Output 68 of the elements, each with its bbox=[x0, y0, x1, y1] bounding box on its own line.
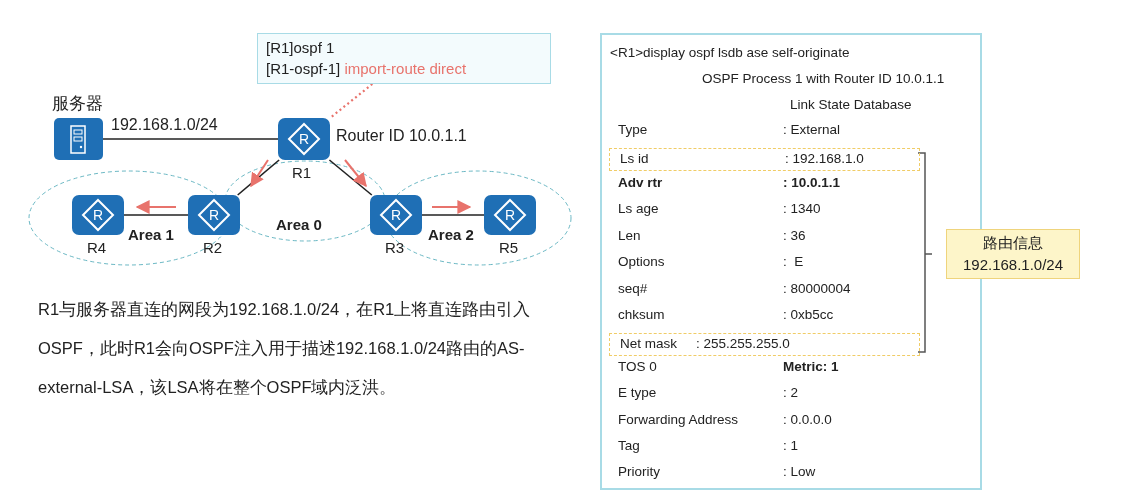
field-name: Tag bbox=[618, 438, 640, 453]
field-name: seq# bbox=[618, 281, 648, 296]
link-line bbox=[102, 138, 279, 140]
area-label: Area 1 bbox=[128, 226, 174, 243]
field-value: : 255.255.255.0 bbox=[696, 336, 790, 351]
field-name: Len bbox=[618, 228, 641, 243]
field-name: Type bbox=[618, 122, 648, 137]
router-id-label: Router ID 10.0.1.1 bbox=[336, 127, 467, 145]
field-value: : 0.0.0.0 bbox=[783, 412, 832, 427]
output-heading: <R1>display ospf lsdb ase self-originate bbox=[610, 45, 850, 60]
callout-box bbox=[946, 229, 1080, 279]
field-value: : 80000004 bbox=[783, 281, 851, 296]
field-value: : 0xb5cc bbox=[783, 307, 834, 322]
router-icon bbox=[72, 195, 124, 235]
description-paragraph: R1与服务器直连的网段为192.168.1.0/24，在R1上将直连路由引入OSPF，此时R1会向OSPF注入用于描述192.168.1.0/24路由的AS-external-LSA，该LSA将在整个OSPF域内泛洪。 bbox=[38, 299, 532, 398]
field-name: Net mask bbox=[620, 336, 677, 351]
router-label: R2 bbox=[203, 239, 223, 256]
callout-text: 192.168.1.0/24 bbox=[962, 256, 1064, 273]
link-line bbox=[328, 159, 373, 196]
link-line bbox=[123, 214, 189, 216]
leader-line bbox=[329, 83, 373, 119]
router-letter: R bbox=[93, 206, 104, 224]
field-value: : E bbox=[783, 254, 804, 269]
field-value: : 192.168.1.0 bbox=[785, 151, 864, 166]
router-icon bbox=[278, 118, 330, 160]
field-value: : 1340 bbox=[783, 201, 821, 216]
highlight-box bbox=[609, 148, 920, 171]
field-value: : Low bbox=[783, 464, 816, 479]
router-letter: R bbox=[299, 130, 310, 148]
router-label: R4 bbox=[87, 239, 107, 256]
field-name: TOS 0 bbox=[618, 359, 657, 374]
server-icon bbox=[54, 118, 103, 160]
field-name: Ls age bbox=[618, 201, 659, 216]
router-label: R3 bbox=[385, 239, 405, 256]
command-box bbox=[257, 33, 551, 84]
field-value: : 1 bbox=[783, 438, 798, 453]
output-heading: OSPF Process 1 with Router ID 10.0.1.1 bbox=[702, 71, 945, 86]
field-name: Ls id bbox=[620, 151, 649, 166]
field-name: Options bbox=[618, 254, 665, 269]
callout-text: 路由信息 bbox=[983, 234, 1043, 251]
router-icon bbox=[370, 195, 422, 235]
router-label: R1 bbox=[292, 164, 312, 181]
field-name: Forwarding Address bbox=[618, 412, 739, 427]
router-icon bbox=[188, 195, 240, 235]
server-label: 服务器 bbox=[52, 93, 103, 115]
area-label: Area 0 bbox=[276, 216, 322, 233]
command-line: [R1]ospf 1 bbox=[266, 38, 335, 58]
field-name: chksum bbox=[618, 307, 665, 322]
field-value: : 2 bbox=[783, 385, 798, 400]
field-value: : External bbox=[783, 122, 841, 137]
command-line: [R1-ospf-1] bbox=[266, 60, 341, 77]
link-line bbox=[236, 159, 280, 196]
router-letter: R bbox=[209, 206, 220, 224]
router-letter: R bbox=[391, 206, 402, 224]
router-icon bbox=[484, 195, 536, 235]
field-name: Adv rtr bbox=[618, 175, 663, 190]
router-letter: R bbox=[505, 206, 516, 224]
field-value: : 10.0.1.1 bbox=[783, 175, 841, 190]
highlight-box bbox=[609, 333, 920, 356]
command-highlight: import-route direct bbox=[344, 60, 467, 77]
link-line bbox=[421, 214, 485, 216]
field-name: E type bbox=[618, 385, 657, 400]
router-label: R5 bbox=[499, 239, 519, 256]
field-value: : 36 bbox=[783, 228, 806, 243]
field-value: Metric: 1 bbox=[783, 359, 839, 374]
area-label: Area 2 bbox=[428, 226, 474, 243]
field-name: Priority bbox=[618, 464, 660, 479]
output-heading: Link State Database bbox=[790, 97, 912, 112]
